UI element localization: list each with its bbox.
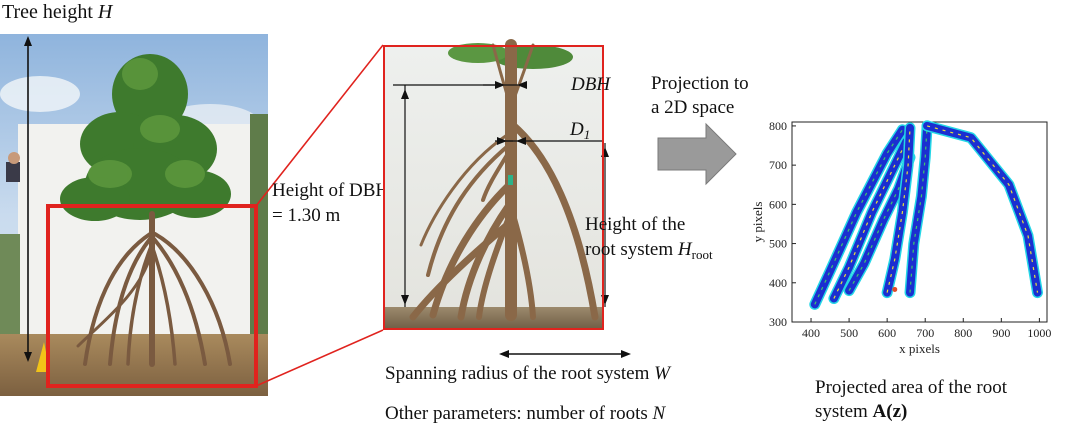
y-tick-label-600: 600 bbox=[769, 197, 787, 211]
zoom-box bbox=[46, 204, 258, 388]
y-tick-label-400: 400 bbox=[769, 276, 787, 290]
x-tick-label-400: 400 bbox=[802, 326, 820, 340]
projection-label: Projection to a 2D space bbox=[651, 73, 749, 118]
x-tick-label-700: 700 bbox=[916, 326, 934, 340]
zoom-root-photo bbox=[383, 39, 609, 330]
dbh-label: DBH bbox=[571, 74, 611, 95]
projected-area-plot: 400 500 600 700 800 900 1000 300 400 500 600 700 800… bbox=[750, 119, 1051, 356]
plot-caption: Projected area of the root system A(z) bbox=[815, 377, 1008, 422]
x-axis-label: x pixels bbox=[899, 341, 940, 356]
root-highlight-3 bbox=[886, 127, 911, 293]
x-tick-label-1000: 1000 bbox=[1027, 326, 1051, 340]
root-red-point bbox=[892, 286, 898, 292]
y-axis-label: y pixels bbox=[750, 202, 765, 243]
y-tick-label-300: 300 bbox=[769, 315, 787, 329]
root-highlight-4 bbox=[909, 125, 928, 293]
root-highlight-0 bbox=[814, 129, 903, 305]
other-params-label: Other parameters: number of roots N bbox=[385, 403, 666, 424]
trunk-roots bbox=[76, 211, 232, 367]
zoom-frame bbox=[383, 45, 604, 330]
span-radius-label: Spanning radius of the root system W bbox=[385, 363, 670, 384]
left-tree-photo bbox=[0, 34, 268, 396]
root-highlight-5 bbox=[926, 125, 1039, 293]
zoom-mud bbox=[383, 307, 604, 330]
tree-height-text: Tree height bbox=[2, 1, 98, 23]
x-tick-label-600: 600 bbox=[878, 326, 896, 340]
x-tick-label-500: 500 bbox=[840, 326, 858, 340]
projection-arrow bbox=[657, 122, 737, 186]
tree-height-symbol: H bbox=[97, 1, 113, 23]
d1-label: D1 bbox=[570, 119, 591, 142]
x-tick-label-900: 900 bbox=[992, 326, 1010, 340]
y-tick-label-500: 500 bbox=[769, 237, 787, 251]
dbh-height-label: Height of DBH = 1.30 m bbox=[272, 180, 390, 226]
x-tick-label-800: 800 bbox=[954, 326, 972, 340]
root-height-label: Height of the root system Hroot bbox=[585, 214, 713, 262]
y-tick-label-800: 800 bbox=[769, 119, 787, 133]
root-ribbon-1 bbox=[829, 137, 911, 303]
tree-height-title: Tree height H bbox=[2, 0, 112, 24]
y-tick-label-700: 700 bbox=[769, 158, 787, 172]
